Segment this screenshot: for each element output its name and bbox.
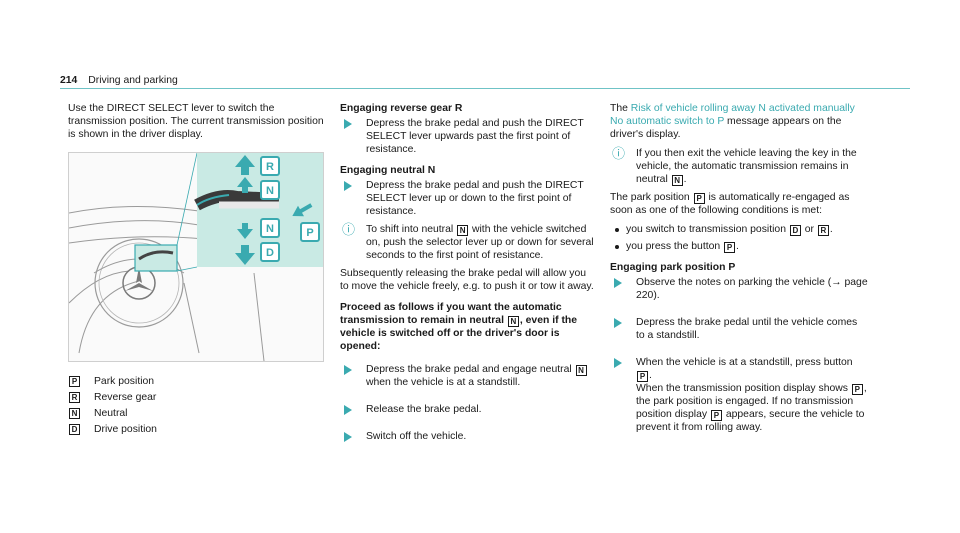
condition-item: you press the button P. bbox=[610, 240, 868, 253]
reverse-heading: Engaging reverse gear R bbox=[340, 103, 463, 114]
bullet-dot bbox=[615, 245, 619, 249]
step-arrow-icon bbox=[344, 405, 352, 415]
label-n-up: N bbox=[266, 185, 274, 197]
gear-symbol: P bbox=[693, 193, 705, 204]
neutral-step: Depress the brake pedal and push the DIR… bbox=[340, 179, 594, 218]
park-step-1: Observe the notes on parking the vehicle… bbox=[610, 276, 868, 302]
info-icon: ⓘ bbox=[612, 146, 626, 161]
label-p: P bbox=[306, 227, 313, 239]
gear-symbol: P bbox=[724, 242, 736, 253]
legend-item: P Park position bbox=[68, 375, 322, 388]
bullet-dot bbox=[615, 228, 619, 232]
step-arrow-icon bbox=[614, 278, 622, 288]
step-arrow-icon bbox=[344, 365, 352, 375]
gear-symbol: N bbox=[457, 225, 469, 236]
gear-symbol: P bbox=[710, 410, 722, 421]
gear-symbol: N bbox=[507, 316, 519, 327]
neutral-procedure-step-3: Switch off the vehicle. bbox=[340, 430, 594, 443]
neutral-heading: Engaging neutral N bbox=[340, 165, 436, 176]
selector-lever-illustration: R N N P D bbox=[68, 152, 324, 362]
label-r: R bbox=[266, 161, 274, 173]
display-message-link[interactable]: Risk of vehicle rolling away N activated… bbox=[610, 103, 855, 127]
park-step-2: Depress the brake pedal until the vehicl… bbox=[610, 316, 868, 342]
neutral-procedure-step-1: Depress the brake pedal and engage neutr… bbox=[340, 363, 594, 389]
column-3: The Risk of vehicle rolling away N activ… bbox=[610, 102, 868, 439]
column-2: Engaging reverse gear R Depress the brak… bbox=[340, 102, 594, 448]
gear-symbol: N bbox=[671, 175, 683, 186]
column-1: Use the DIRECT SELECT lever to switch th… bbox=[68, 102, 326, 147]
legend-item: D Drive position bbox=[68, 423, 322, 436]
legend-label: Park position bbox=[94, 376, 155, 387]
park-heading: Engaging park position P bbox=[610, 262, 736, 273]
display-message-text: The Risk of vehicle rolling away N activ… bbox=[610, 103, 855, 140]
gear-symbol: P bbox=[637, 371, 648, 382]
legend-label: Drive position bbox=[94, 424, 157, 435]
gear-symbol: N bbox=[575, 365, 587, 376]
legend-item: N Neutral bbox=[68, 407, 322, 420]
condition-item: you switch to transmission position D or… bbox=[610, 223, 868, 236]
proceed-heading: Proceed as follows if you want the autom… bbox=[340, 302, 578, 352]
step-arrow-icon bbox=[344, 432, 352, 442]
step-arrow-icon bbox=[344, 181, 352, 191]
legend-label: Reverse gear bbox=[94, 392, 157, 403]
info-icon: ⓘ bbox=[342, 222, 356, 237]
neutral-procedure-step-2: Release the brake pedal. bbox=[340, 403, 594, 416]
gear-symbol: N bbox=[69, 408, 80, 419]
legend-item: R Reverse gear bbox=[68, 391, 322, 404]
park-step-3: When the vehicle is at a standstill, pre… bbox=[610, 356, 868, 434]
gear-symbol: P bbox=[851, 384, 863, 395]
gear-symbol: D bbox=[789, 225, 801, 236]
label-n-down: N bbox=[266, 223, 274, 235]
step-arrow-icon bbox=[344, 119, 352, 129]
gear-symbol: P bbox=[69, 376, 80, 387]
park-auto-text: The park position P is automatically re-… bbox=[610, 192, 850, 216]
gear-symbol: R bbox=[69, 392, 80, 403]
label-d: D bbox=[266, 247, 274, 259]
gear-symbol: R bbox=[817, 225, 829, 236]
legend-label: Neutral bbox=[94, 408, 128, 419]
page-number: 214 bbox=[60, 75, 78, 86]
release-text: Subsequently releasing the brake pedal w… bbox=[340, 268, 594, 292]
page-header: 214 Driving and parking bbox=[60, 74, 178, 87]
dashboard-drawing: R N N P D bbox=[69, 153, 323, 361]
intro-text: Use the DIRECT SELECT lever to switch th… bbox=[68, 103, 324, 140]
step-arrow-icon bbox=[614, 318, 622, 328]
page-header-title: Driving and parking bbox=[88, 75, 178, 86]
header-rule bbox=[60, 88, 910, 89]
reverse-step: Depress the brake pedal and push the DIR… bbox=[340, 117, 594, 156]
gear-symbol: D bbox=[69, 424, 80, 435]
step-arrow-icon bbox=[614, 358, 622, 368]
